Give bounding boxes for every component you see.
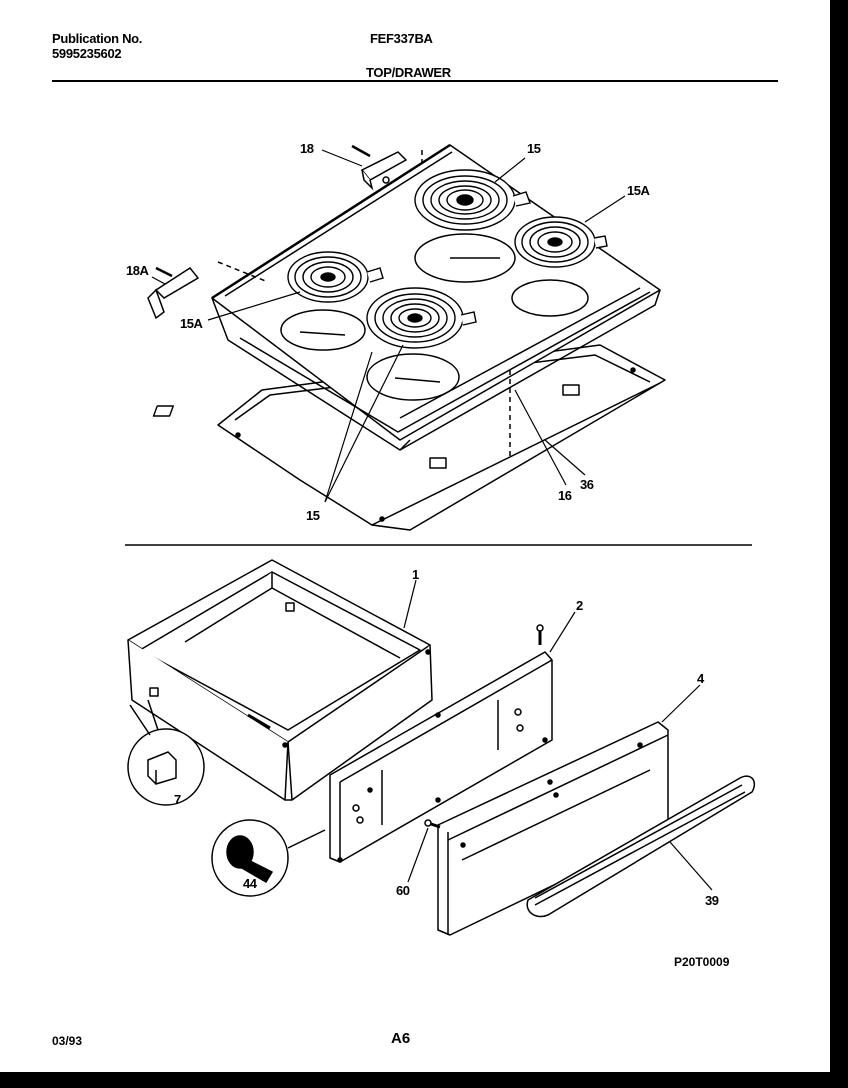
right-border [830, 0, 848, 1088]
callout-15-top: 15 [527, 141, 541, 156]
figure-code: P20T0009 [674, 955, 730, 969]
callout-18A: 18A [126, 263, 149, 278]
hinge-bracket-rear [351, 144, 408, 191]
section-title: TOP/DRAWER [366, 65, 451, 80]
drawer-handle [526, 775, 756, 918]
callout-44: 44 [243, 876, 257, 891]
drawer-front-panel [329, 624, 553, 863]
callout-36: 36 [580, 477, 594, 492]
callout-15A-left: 15A [180, 316, 203, 331]
callout-4: 4 [697, 671, 704, 686]
footer-date: 03/93 [52, 1034, 83, 1048]
burner-small-rear [514, 216, 608, 268]
detail-circle-clip [127, 699, 205, 806]
callout-16: 16 [558, 488, 572, 503]
burner-large-front [366, 287, 477, 349]
drawer-box [127, 559, 433, 801]
burner-small-front [287, 251, 384, 303]
burner-large-rear [414, 169, 531, 231]
footer-page-number: A6 [391, 1030, 411, 1047]
publication-number: 5995235602 [52, 46, 122, 61]
callout-15A-right: 15A [627, 183, 650, 198]
support-frame [217, 344, 666, 531]
detail-circle-screw [211, 819, 326, 897]
leader-lines-drawer [403, 579, 713, 891]
callout-18: 18 [300, 141, 314, 156]
bottom-border [0, 1072, 848, 1088]
leader-lines-top [151, 149, 626, 503]
callout-1: 1 [412, 567, 419, 582]
hinge-bracket-left [147, 266, 200, 320]
callout-39: 39 [705, 893, 719, 908]
publication-label: Publication No. [52, 31, 143, 46]
model-number: FEF337BA [370, 31, 433, 46]
callout-2: 2 [576, 598, 583, 613]
callout-15-bottom: 15 [306, 508, 320, 523]
callout-60: 60 [396, 883, 410, 898]
callout-7: 7 [174, 792, 181, 807]
